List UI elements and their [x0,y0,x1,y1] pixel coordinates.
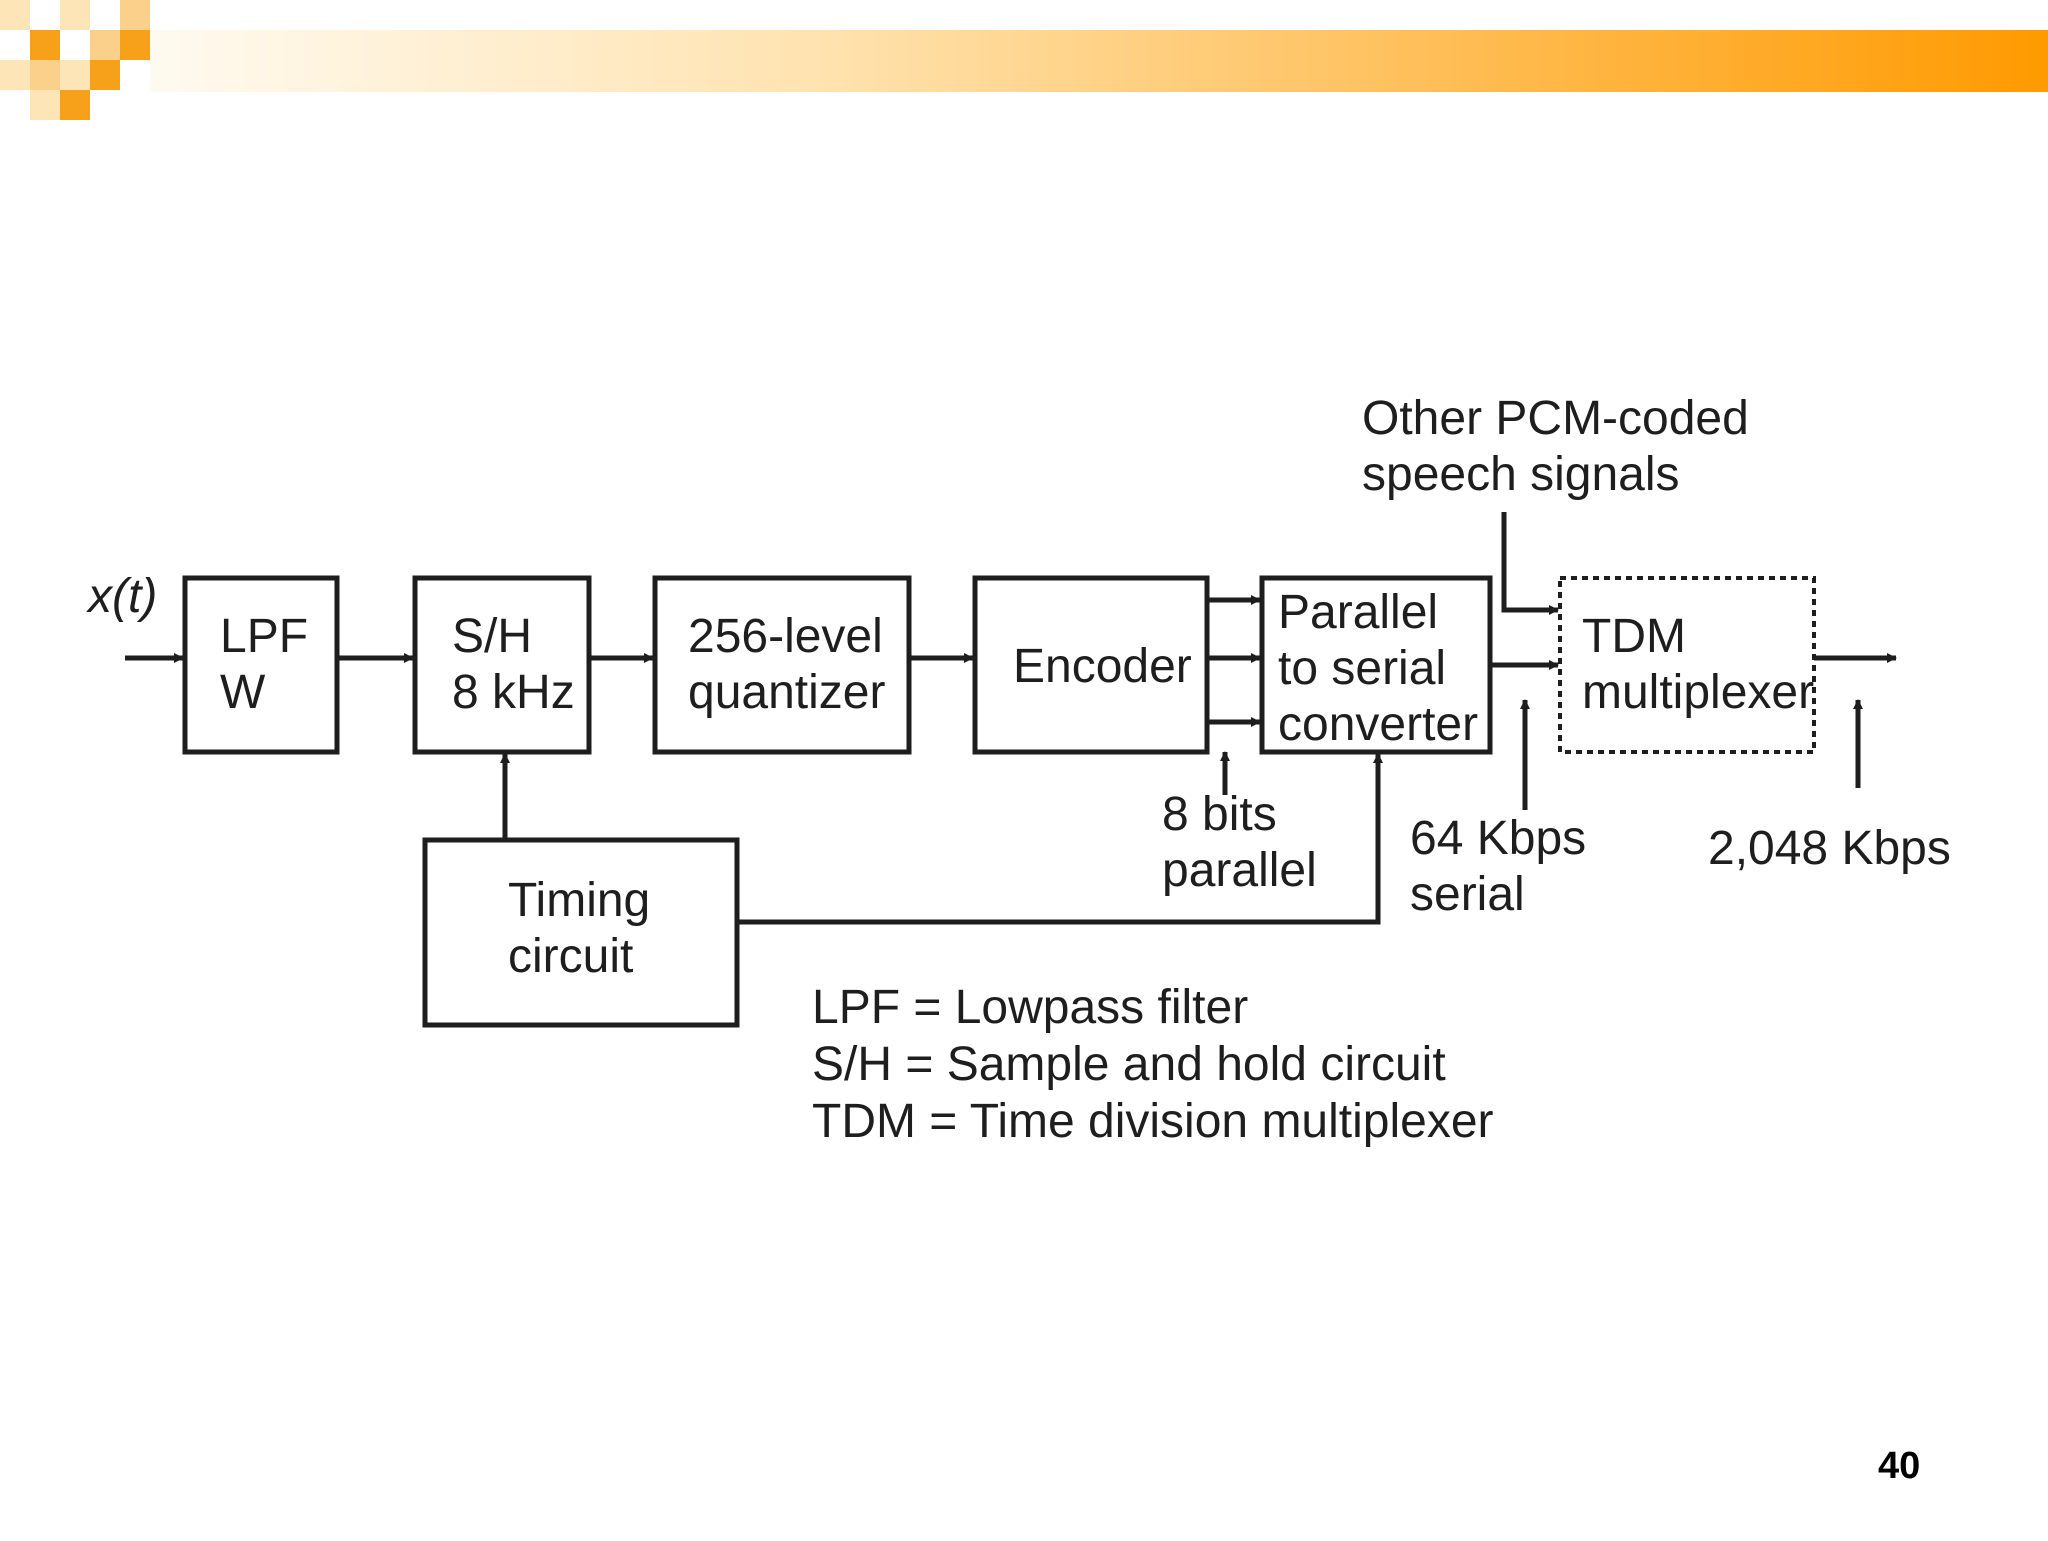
converter-label-1: Parallel [1278,586,1438,639]
page-number: 40 [1878,1445,1920,1487]
timing-label-2: circuit [508,930,633,983]
encoder-label: Encoder [1013,640,1192,693]
tdm-block [1558,576,1816,754]
other-signals-label-2: speech signals [1362,448,1680,501]
legend-sh: S/H = Sample and hold circuit [812,1038,1446,1091]
sh-label-2: 8 kHz [452,666,575,719]
timing-label-1: Timing [508,874,650,927]
other-signals-label-1: Other PCM-coded [1362,392,1749,445]
lpf-label-1: LPF [220,610,308,663]
sh-label-1: S/H [452,610,532,663]
timing-block [422,837,740,1028]
converter-label-3: converter [1278,698,1478,751]
arrow-other-signals-to-tdm [1501,512,1559,615]
quantizer-label-1: 256-level [688,610,883,663]
quantizer-label-2: quantizer [688,666,885,719]
serial-rate-label-1: 64 Kbps [1410,812,1586,865]
tdm-label-1: TDM [1582,610,1686,663]
tdm-label-2: multiplexer [1582,666,1814,719]
serial-rate-label-2: serial [1410,868,1525,921]
quantizer-block [652,575,912,755]
corner-logo [0,0,150,120]
lpf-block [182,575,340,755]
legend-tdm: TDM = Time division multiplexer [812,1095,1494,1148]
input-label: x(t) [86,570,157,623]
sh-block [412,575,592,755]
bits-label-1: 8 bits [1162,788,1277,841]
output-rate-label: 2,048 Kbps [1708,822,1951,875]
converter-label-2: to serial [1278,642,1446,695]
arrow-timing-to-converter [737,753,1383,925]
bits-label-2: parallel [1162,844,1317,897]
legend-lpf: LPF = Lowpass filter [812,981,1248,1034]
encoder-block [972,575,1210,755]
lpf-label-2: W [220,666,266,719]
header-banner [150,30,2048,92]
